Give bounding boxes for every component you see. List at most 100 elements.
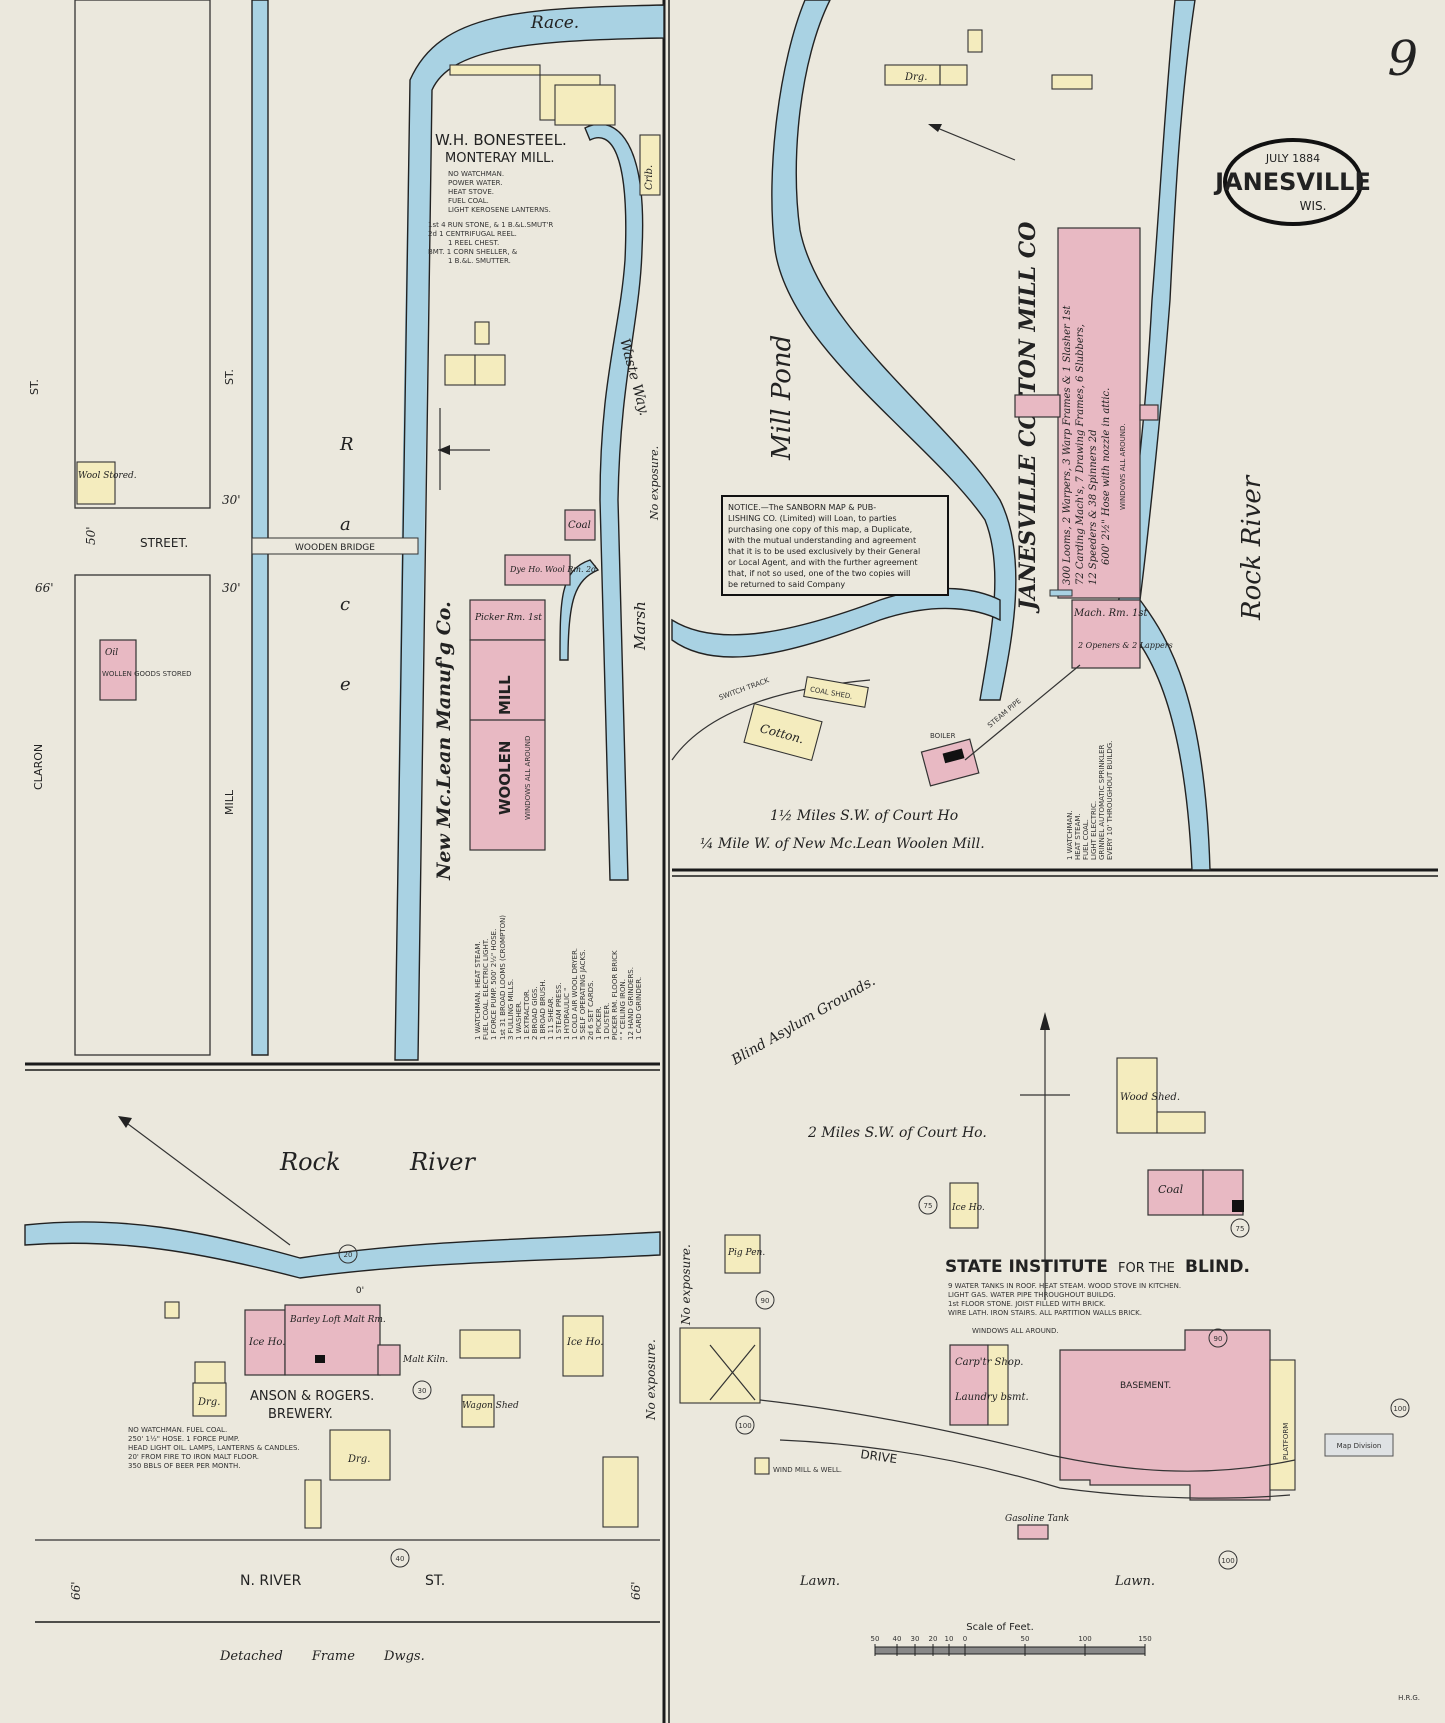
note-line: 3 FULLING MILLS.	[507, 979, 515, 1040]
note-line: " " CEILING IRON.	[619, 979, 627, 1040]
claron-street-label: CLARON	[32, 744, 45, 790]
note-line: 1 DUSTER.	[603, 1003, 611, 1040]
elevation-label: 30	[418, 1387, 427, 1395]
river-street-label: N. RIVER	[240, 1573, 302, 1589]
elevation-marker	[755, 1290, 775, 1310]
drive-north-edge	[759, 1399, 1296, 1472]
coal-house	[564, 509, 596, 541]
distance-note: 1½ Miles S.W. of Court Ho	[770, 808, 958, 824]
scale-tick-label: 100	[1078, 1635, 1091, 1643]
institute-notes: 9 WATER TANKS IN ROOF. HEAT STEAM. WOOD …	[948, 1282, 1181, 1317]
dwelling	[884, 64, 968, 86]
dimension-label: 30'	[222, 493, 241, 507]
mill-pond-south-shore	[671, 587, 1001, 658]
distance-note: ¼ Mile W. of New Mc.Lean Woolen Mill.	[700, 836, 985, 852]
small-shed	[474, 354, 506, 386]
note-line: LIGHT ELECTRIC.	[1090, 801, 1098, 860]
woolen-mill-building	[469, 639, 546, 851]
basement-label: BASEMENT.	[1120, 1381, 1171, 1391]
goods-stored-label: WOLLEN GOODS STORED	[102, 670, 192, 678]
note-line: HEAT STOVE.	[448, 188, 494, 196]
note-line: 2d 6 SET CARDS.	[587, 980, 595, 1040]
wooden-bridge-label: WOODEN BRIDGE	[295, 543, 375, 553]
notice-text: NOTICE.—The SANBORN MAP & PUB-LISHING CO…	[728, 503, 920, 589]
machine-room	[1071, 599, 1141, 669]
monterey-mill-title: MONTERAY MILL.	[445, 151, 554, 166]
windows-note: WINDOWS ALL AROUND	[524, 736, 532, 820]
note-line: WIRE LATH. IRON STAIRS. ALL PARTITION WA…	[948, 1309, 1142, 1317]
wood-shed	[1116, 1057, 1158, 1134]
note-line: 1 CARD GRINDER.	[635, 977, 643, 1040]
note-line: 1 EXTRACTOR.	[523, 989, 531, 1040]
steam-pipe	[964, 664, 1081, 761]
ice-house	[244, 1309, 286, 1376]
water-tank-annex	[1014, 394, 1061, 418]
note-line: 1 PICKER.	[595, 1006, 603, 1040]
north-arrow	[928, 124, 1016, 161]
street-width-label: 50'	[84, 526, 98, 545]
woolen-mill-label: MILL	[496, 675, 514, 715]
waste-way	[584, 123, 644, 881]
boiler	[315, 1355, 325, 1363]
note-line: 1 BROAD BRUSH.	[539, 979, 547, 1040]
windmill	[754, 1457, 770, 1475]
notice-line: be returned to said Company	[728, 580, 845, 589]
elevation-label: 0'	[356, 1286, 364, 1296]
shed	[1051, 74, 1093, 90]
note-line: 600' 2½" Hose with nozzle in attic.	[1101, 388, 1112, 565]
small-shed	[444, 354, 476, 386]
city-block	[74, 574, 211, 1056]
dye-house-label: Dye Ho. Wool Rm. 2d	[509, 565, 596, 574]
elevation-marker	[1390, 1398, 1410, 1418]
elevation-label: 90	[1214, 1335, 1223, 1343]
elevation-label: 20	[344, 1251, 353, 1259]
note-line: 1 FORCE PUMP. 500' 2½" HOSE.	[490, 929, 498, 1040]
shed	[304, 1479, 322, 1529]
water-tank	[1049, 589, 1073, 597]
mclean-company-title: New Mc.Lean Manuf'g Co.	[433, 601, 455, 881]
north-arrow	[1020, 1012, 1070, 1300]
bonesteel-title: W.H. BONESTEEL.	[435, 131, 567, 149]
cotton-mill-building	[1057, 227, 1141, 599]
institute-title: STATE INSTITUTE	[945, 1257, 1108, 1277]
map-division-stamp	[1324, 1433, 1394, 1457]
note-line: 1st 4 RUN STONE, & 1 B.&L.SMUT'R	[428, 221, 553, 229]
dwelling	[192, 1382, 227, 1417]
cotton-warehouse	[743, 702, 823, 762]
brewery-notes: NO WATCHMAN. FUEL COAL.250' 1½" HOSE. 1 …	[128, 1426, 300, 1470]
panel-dividers	[25, 0, 1438, 1723]
lawn-label: Lawn.	[799, 1574, 840, 1589]
wagon-shed	[461, 1394, 495, 1428]
note-line: 1 HYDRAULIC "	[563, 988, 571, 1040]
elevation-marker	[412, 1380, 432, 1400]
street-suffix-label: ST.	[223, 369, 236, 385]
note-line: 350 BBLS OF BEER PER MONTH.	[128, 1462, 240, 1470]
note-line: NO WATCHMAN.	[448, 170, 504, 178]
elevation-marker	[1218, 1550, 1238, 1570]
race-letter: a	[340, 514, 351, 535]
brewery-building	[284, 1304, 381, 1376]
scale-title: Scale of Feet.	[966, 1622, 1034, 1633]
mill-pond-label: Mill Pond	[767, 335, 797, 461]
mclean-equipment: 1st 31 BROAD LOOMS (CROMPTON)3 FULLING M…	[499, 915, 643, 1040]
city-name: JANESVILLE	[1213, 168, 1371, 196]
woolen-mill-label: WOOLEN	[496, 741, 514, 815]
race-canal-west-bank	[251, 0, 269, 1056]
rock-river-label: Rock	[279, 1148, 341, 1176]
elevation-label: 75	[924, 1202, 933, 1210]
pig-pen	[724, 1234, 761, 1274]
machine-room-label: Mach. Rm. 1st	[1073, 608, 1148, 619]
elevation-marker	[1230, 1218, 1250, 1238]
ice-house-label: Ice Ho.	[951, 1203, 985, 1213]
note-line: 1 WATCHMAN.	[1066, 810, 1074, 860]
street-suffix-label: ST.	[28, 379, 41, 395]
openers-label: 2 Openers & 2 Lappers	[1077, 641, 1173, 650]
notice-line: LISHING CO. (Limited) will Loan, to part…	[728, 514, 897, 523]
note-line: HEAD LIGHT OIL. LAMPS, LANTERNS & CANDLE…	[128, 1444, 300, 1452]
shed-building	[449, 64, 541, 76]
race-letter: R	[339, 434, 354, 455]
scale-tick-label: 30	[911, 1635, 920, 1643]
small-shed	[474, 321, 490, 345]
